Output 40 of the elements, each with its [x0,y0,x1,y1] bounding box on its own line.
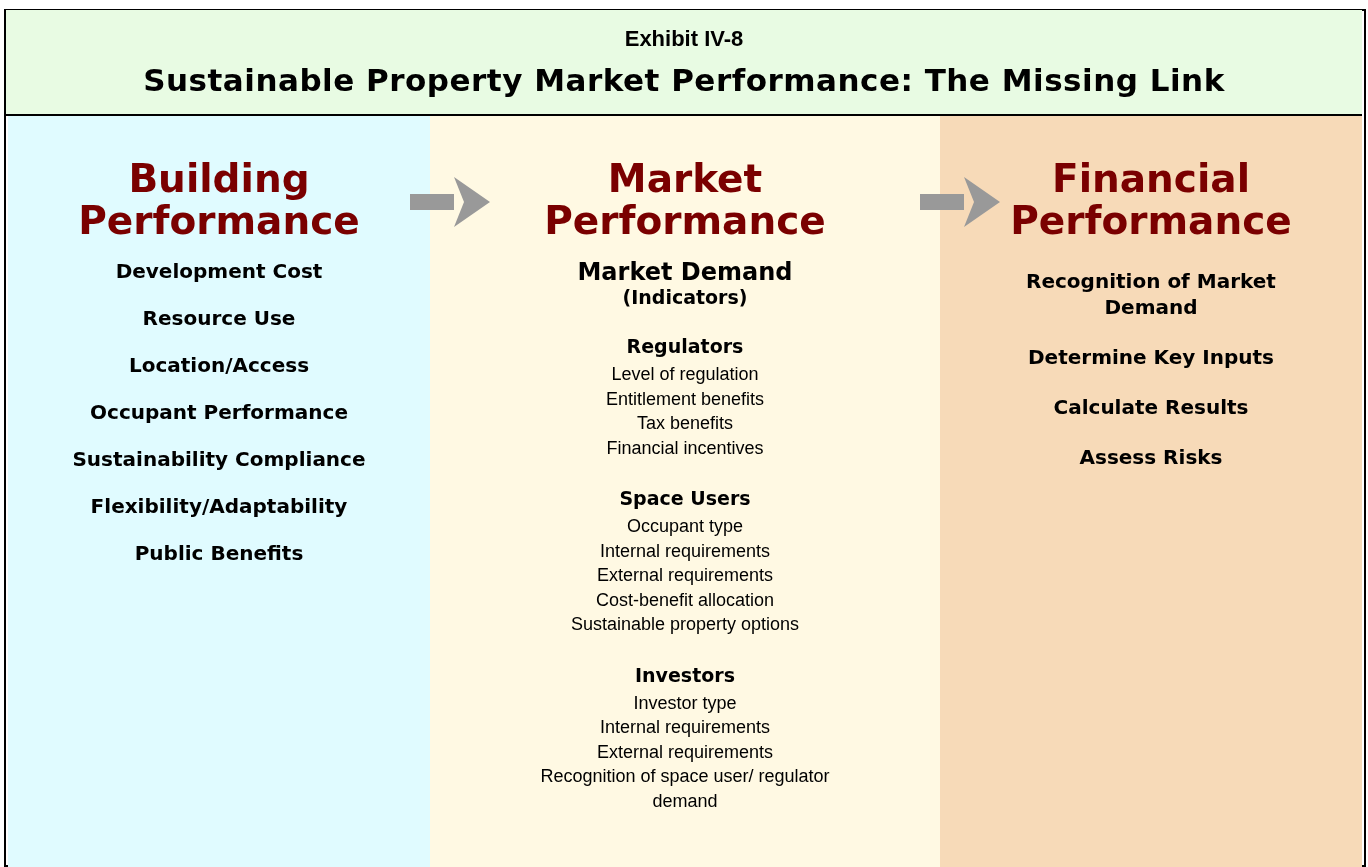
list-item: Occupant type [625,515,745,538]
list-item: Tax benefits [635,412,735,435]
list-item: Determine Key Inputs [1027,344,1275,370]
column-panel [940,116,1362,867]
column-panel [8,116,430,867]
list-item: Recognition of space user/ regulator demand [539,765,831,813]
list-item: Public Benefits [134,540,304,566]
list-item: External requirements [595,740,775,764]
list-item: Internal requirements [598,539,772,563]
list-item: Sustainability Compliance [72,446,366,472]
list-item: Flexibility/Adaptability [90,493,348,519]
list-item: Entitlement benefits [604,387,766,411]
list-item: Market Demand [577,258,793,286]
column-heading: Financial Performance [1009,158,1293,242]
list-item: (Indicators) [622,286,748,308]
list-item: Cost-benefit allocation [594,588,776,612]
block-arrow [410,177,490,227]
list-item: External requirements [595,564,775,587]
list-item: Location/Access [128,352,310,378]
list-item: Calculate Results [1052,394,1250,420]
column-heading: Building Performance [77,158,361,242]
list-item: Occupant Performance [90,399,348,425]
list-item: Investor type [632,691,738,715]
list-item: Regulators [626,334,744,358]
list-item: Assess Risks [1078,444,1224,470]
exhibit-label: Exhibit IV-8 [624,25,744,53]
list-item: Financial incentives [605,436,765,460]
list-item: Sustainable property options [569,613,801,636]
list-item: Resource Use [142,305,296,331]
title-band [6,10,1362,116]
column-heading: Market Performance [543,158,827,242]
column-panel [430,116,940,867]
list-item: Space Users [619,486,751,510]
list-item: Development Cost [115,258,323,284]
list-item: Internal requirements [598,716,772,739]
list-item: Investors [635,662,735,687]
band-heading: Sustainable Property Market Performance: The Missing Link [143,61,1225,100]
list-item: Recognition of Market Demand [1025,268,1277,320]
list-item: Level of regulation [610,363,760,386]
block-arrow [920,177,1000,227]
